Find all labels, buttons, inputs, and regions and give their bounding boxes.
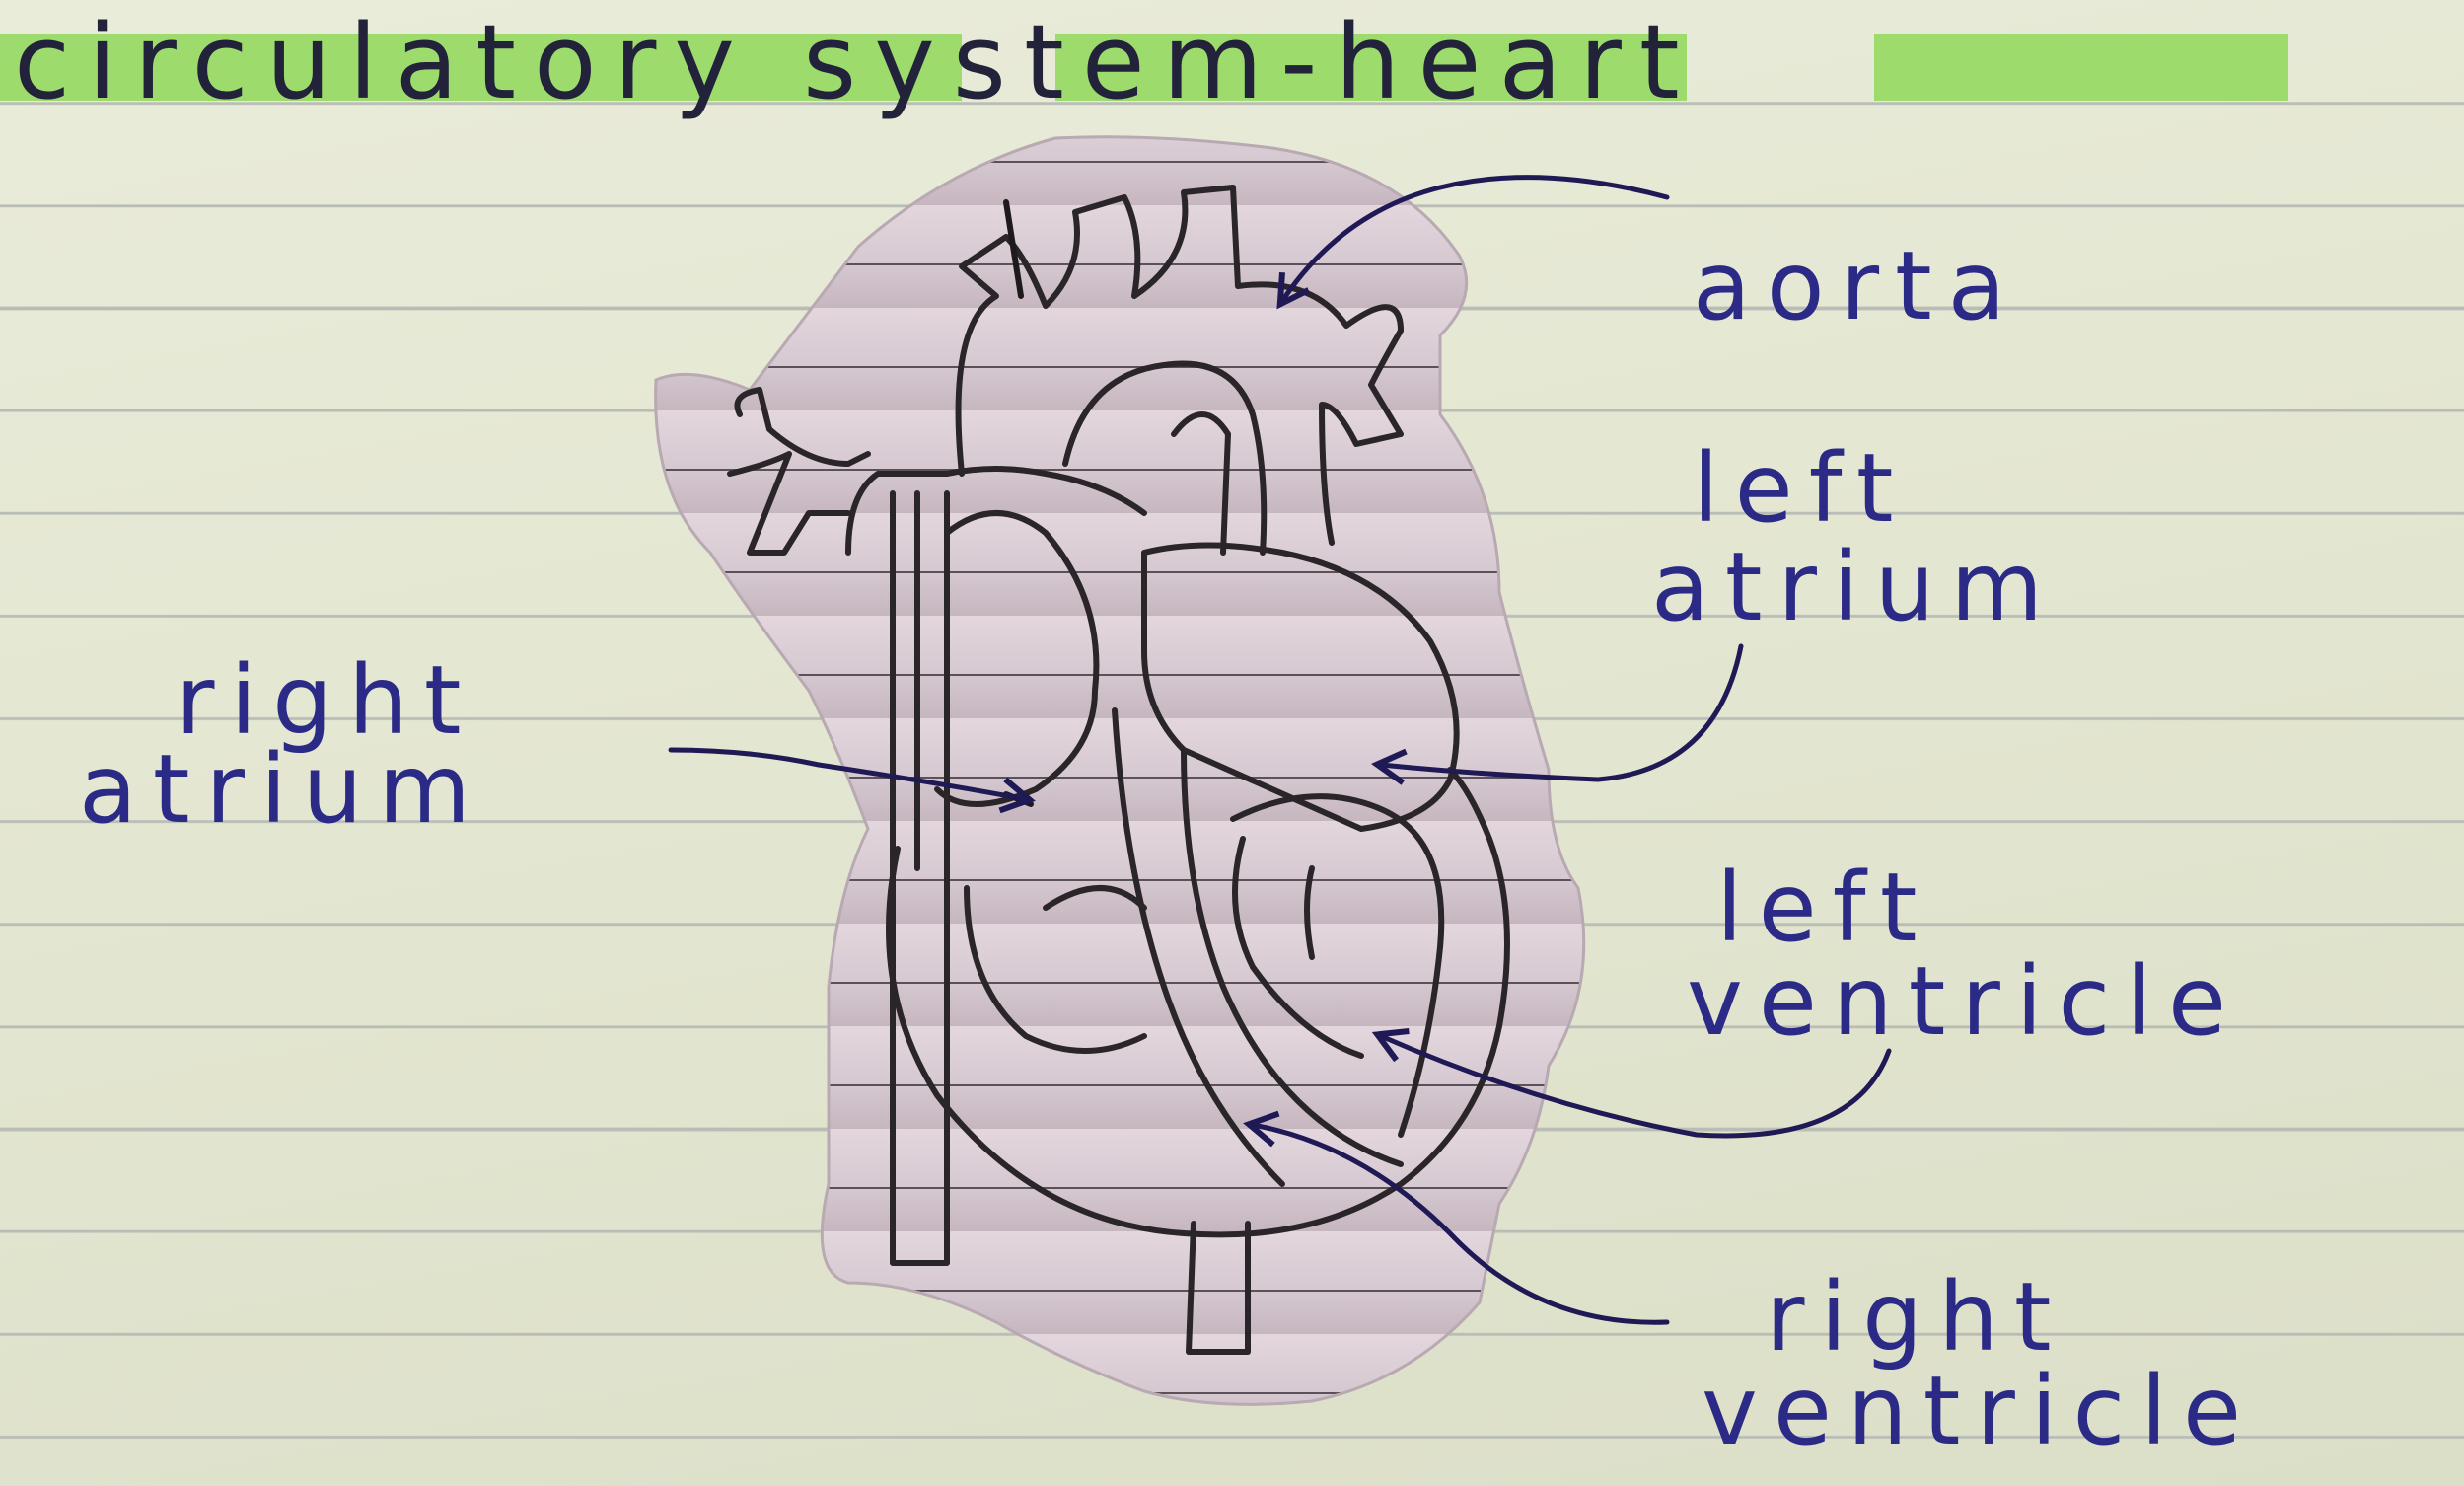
aorta-arrow <box>1276 175 1670 310</box>
title-block: circulatory system-heart <box>0 8 2464 116</box>
label-right-ventricle-line2: ventricle <box>1702 1356 2258 1466</box>
right-atrium-arrow <box>668 747 1036 814</box>
label-right-ventricle-line1: right <box>1766 1262 2067 1373</box>
title-highlight <box>1055 34 1687 101</box>
label-left-ventricle-line2: ventricle <box>1687 946 2243 1057</box>
left-atrium-arrow <box>1371 643 1744 785</box>
pencil-arrow <box>1003 199 1024 299</box>
label-right-atrium-line1: right <box>176 645 477 756</box>
label-left-ventricle-line1: left <box>1716 853 1933 963</box>
right-ventricle-arrow <box>1243 1110 1670 1325</box>
title-highlight <box>1874 34 2288 101</box>
label-right-atrium-line2: atrium <box>79 734 486 845</box>
label-aorta: aorta <box>1693 231 2022 341</box>
label-left-atrium-line2: atrium <box>1651 532 2059 642</box>
heart-sketch <box>727 185 1510 1355</box>
left-ventricle-arrow <box>1371 1027 1892 1139</box>
ink-leaders <box>668 175 1892 1325</box>
title-highlight <box>0 34 962 101</box>
label-left-atrium-line1: left <box>1693 433 1910 544</box>
page-title: circulatory system-heart <box>14 2 1698 122</box>
